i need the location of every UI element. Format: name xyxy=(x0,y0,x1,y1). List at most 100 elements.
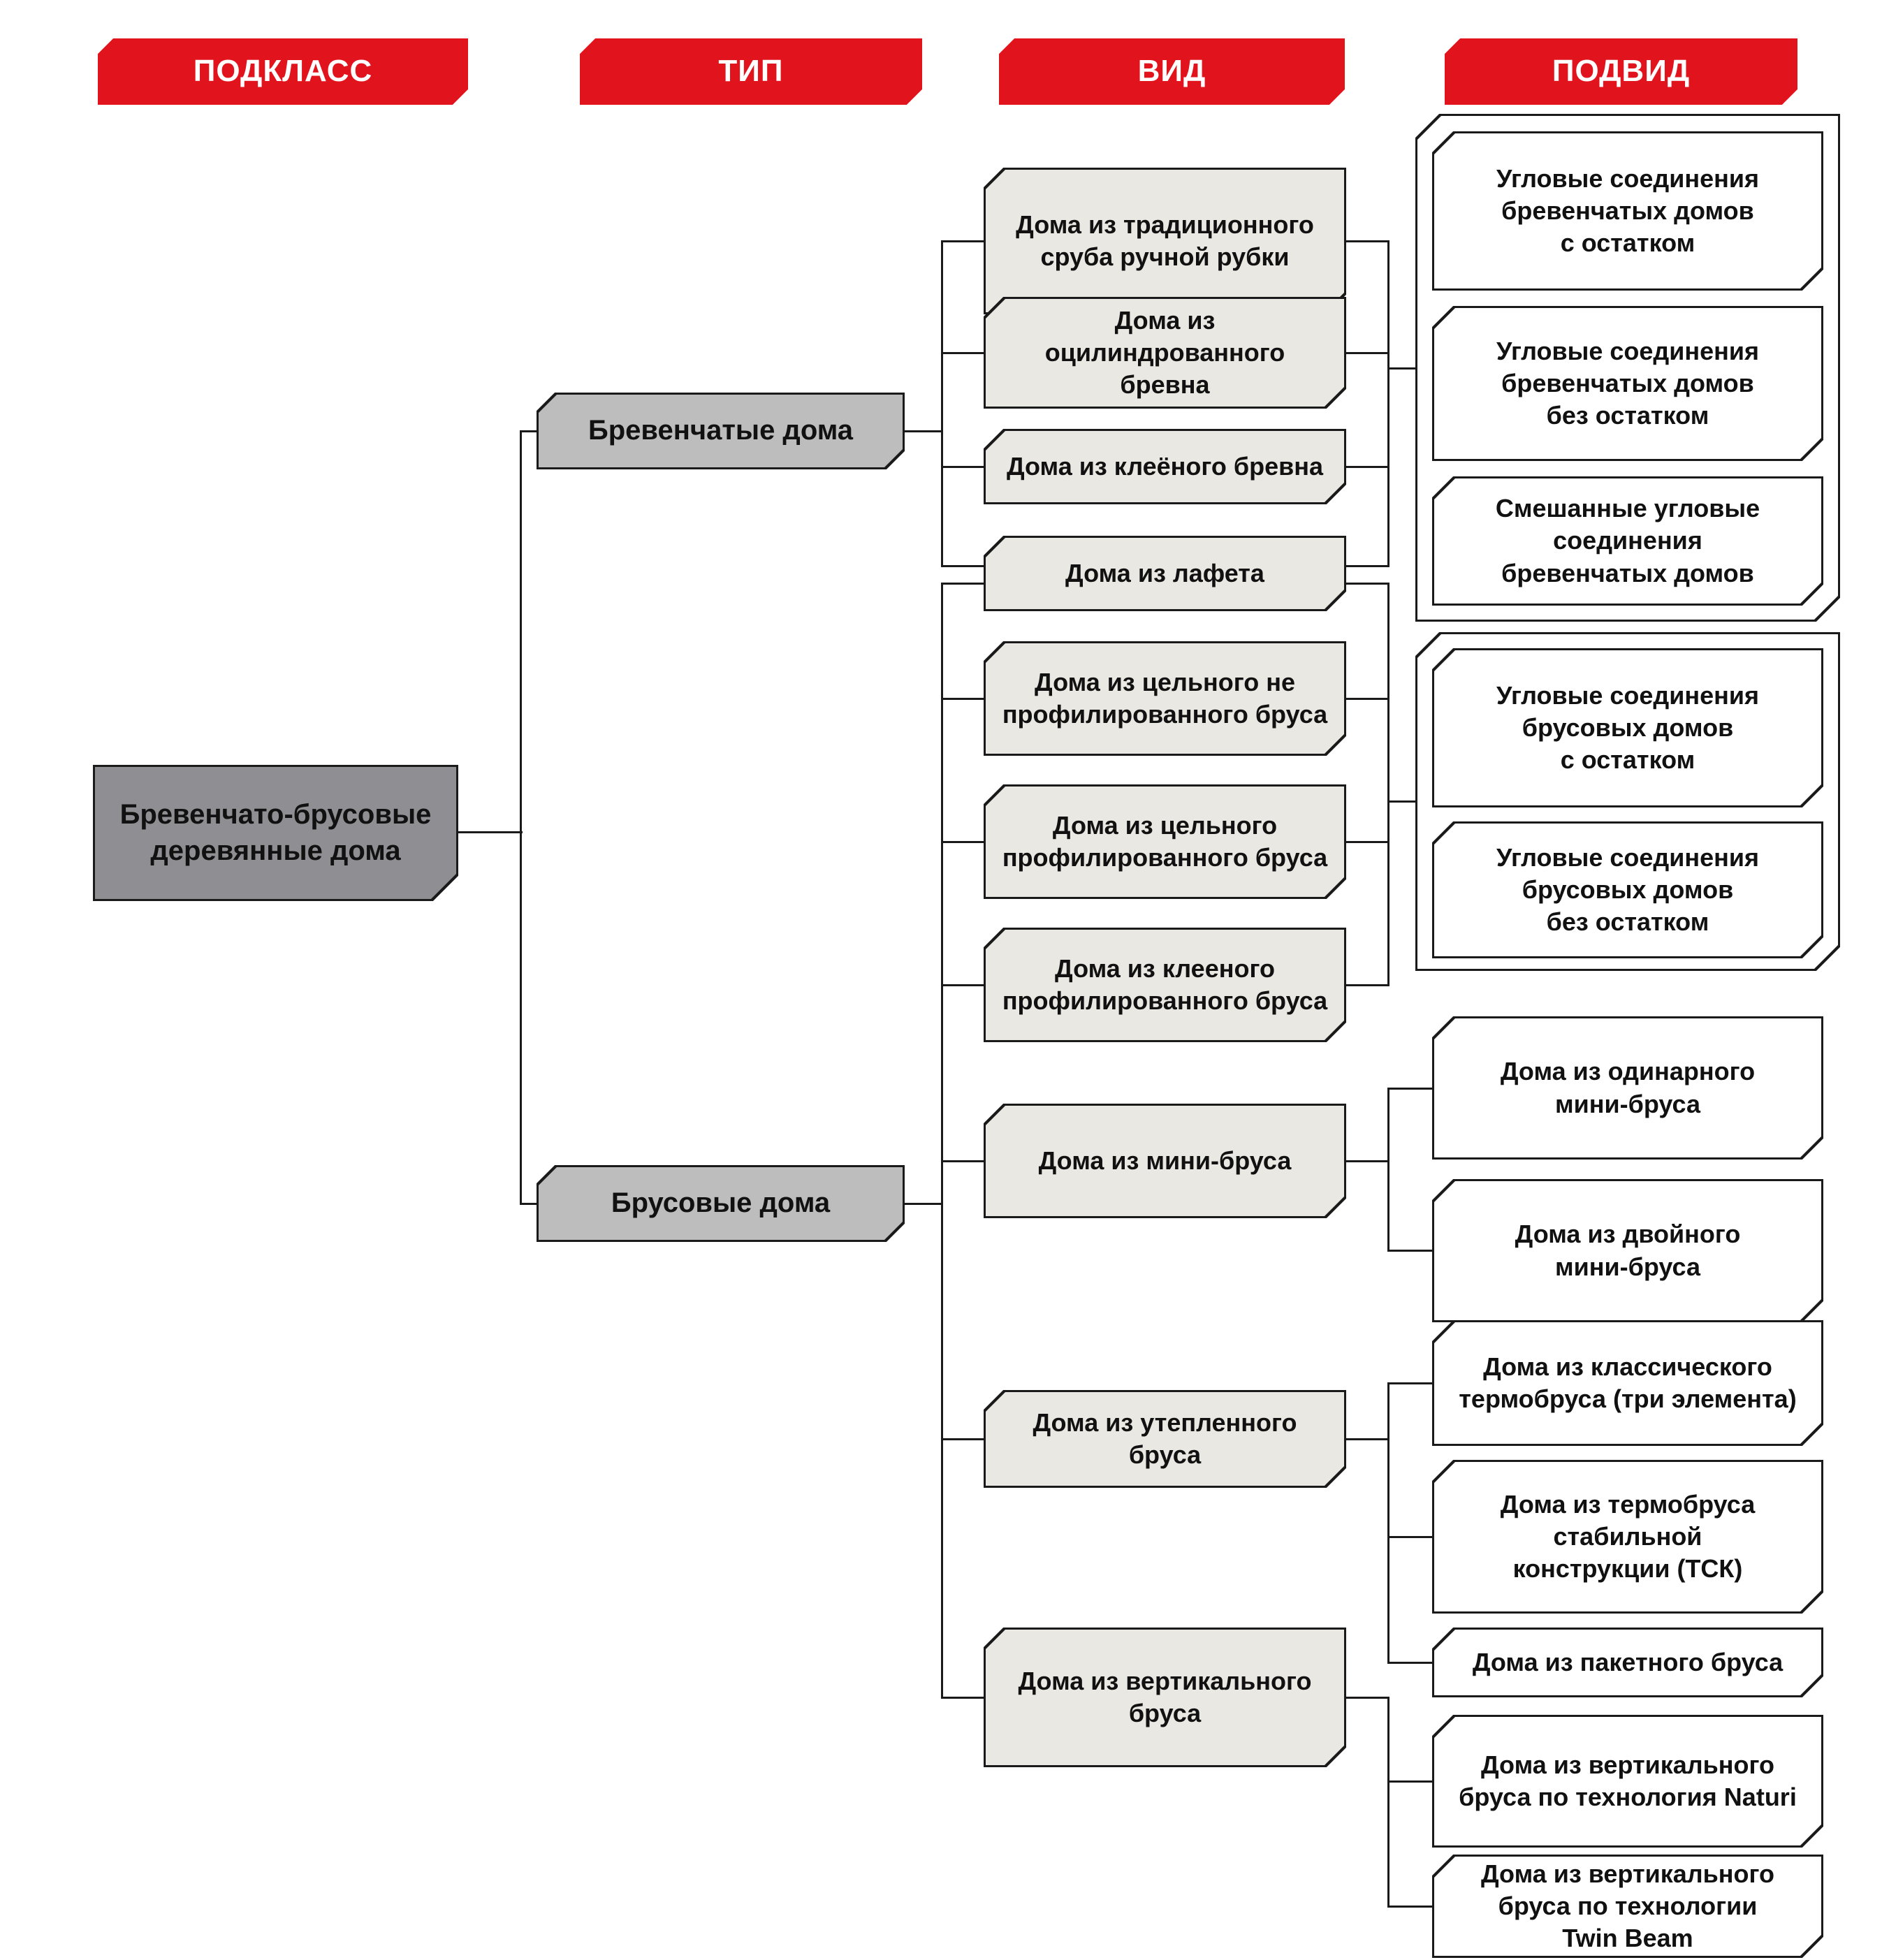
column-header-podklass: ПОДКЛАСС xyxy=(98,38,468,105)
connector xyxy=(1387,367,1417,370)
connector xyxy=(1346,352,1389,354)
connector xyxy=(1387,1536,1432,1538)
connector xyxy=(1387,1382,1389,1664)
header-label: ПОДКЛАСС xyxy=(193,54,373,89)
node-podvid-single-mini-timber: Дома из одинарного мини-бруса xyxy=(1432,1016,1823,1160)
connector xyxy=(942,583,984,585)
node-vid-glued-log: Дома из клеёного бревна xyxy=(984,429,1346,504)
node-label: Дома из цельного не профилированного бру… xyxy=(1002,667,1328,729)
connector xyxy=(1387,1382,1432,1384)
node-vid-lafet: Дома из лафета xyxy=(984,536,1346,611)
node-podvid-log-joint-without-rest: Угловые соединения бревенчатых домов без… xyxy=(1432,306,1823,461)
connector xyxy=(942,984,984,986)
connector xyxy=(1346,565,1389,567)
node-vid-solid-profiled: Дома из цельного профилированного бруса xyxy=(984,784,1346,899)
node-label: Дома из клееного профилированного бруса xyxy=(1002,953,1328,1015)
node-subclass: Бревенчато-брусовые деревянные дома xyxy=(93,765,458,901)
header-label: ТИП xyxy=(718,54,784,89)
node-podvid-timber-joint-with-rest: Угловые соединения брусовых домов с оста… xyxy=(1432,648,1823,807)
connector xyxy=(941,583,943,1699)
connector xyxy=(942,240,984,242)
node-label: Дома из пакетного бруса xyxy=(1472,1647,1783,1676)
column-header-tip: ТИП xyxy=(580,38,922,105)
connector xyxy=(905,1203,942,1205)
node-label: Угловые соединения брусовых домов с оста… xyxy=(1496,680,1760,775)
node-type-timber-houses: Брусовые дома xyxy=(537,1165,905,1242)
connector xyxy=(520,1203,538,1205)
node-label: Бревенчатые дома xyxy=(588,415,854,446)
node-podvid-log-joint-with-rest: Угловые соединения бревенчатых домов с о… xyxy=(1432,131,1823,291)
connector xyxy=(905,430,942,432)
node-label: Брусовые дома xyxy=(611,1187,831,1219)
connector xyxy=(942,841,984,843)
column-header-podvid: ПОДВИД xyxy=(1445,38,1797,105)
connector xyxy=(458,831,523,833)
connector xyxy=(1387,1697,1389,1908)
connector xyxy=(941,240,943,567)
header-label: ПОДВИД xyxy=(1552,54,1691,89)
node-podvid-vertical-naturi: Дома из вертикального бруса по технологи… xyxy=(1432,1715,1823,1848)
node-label: Дома из вертикального бруса по технологи… xyxy=(1480,1859,1775,1953)
node-label: Дома из клеёного бревна xyxy=(1006,451,1324,481)
connector xyxy=(1346,1438,1389,1440)
node-label: Угловые соединения бревенчатых домов с о… xyxy=(1496,163,1760,258)
connector xyxy=(1346,698,1389,700)
node-podvid-vertical-twinbeam: Дома из вертикального бруса по технологи… xyxy=(1432,1855,1823,1958)
connector xyxy=(942,565,984,567)
node-vid-vertical-timber: Дома из вертикального бруса xyxy=(984,1628,1346,1767)
connector xyxy=(942,1697,984,1699)
node-vid-insulated-timber: Дома из утепленного бруса xyxy=(984,1390,1346,1488)
node-label: Дома из классического термобруса (три эл… xyxy=(1459,1352,1797,1413)
connector xyxy=(520,430,522,1205)
node-label: Дома из вертикального бруса по технологи… xyxy=(1459,1750,1797,1811)
connector xyxy=(520,430,538,432)
node-label: Дома из утепленного бруса xyxy=(1033,1407,1297,1469)
connector xyxy=(1346,240,1389,242)
node-label: Смешанные угловые соединения бревенчатых… xyxy=(1495,494,1760,587)
node-label: Дома из вертикального бруса xyxy=(1018,1666,1312,1727)
connector xyxy=(1387,1088,1389,1252)
connector xyxy=(1387,1906,1432,1908)
connector xyxy=(942,698,984,700)
node-vid-traditional-log: Дома из традиционного сруба ручной рубки xyxy=(984,168,1346,314)
node-label: Дома из мини-бруса xyxy=(1038,1146,1292,1175)
connector xyxy=(1346,1697,1389,1699)
connector xyxy=(1387,1662,1432,1664)
connector xyxy=(1346,583,1389,585)
node-podvid-packet-timber: Дома из пакетного бруса xyxy=(1432,1628,1823,1697)
connector xyxy=(1387,240,1389,567)
node-label: Дома из цельного профилированного бруса xyxy=(1002,810,1328,872)
connector xyxy=(942,466,984,468)
connector xyxy=(942,1438,984,1440)
header-label: ВИД xyxy=(1137,54,1206,89)
connector xyxy=(1346,1160,1389,1162)
node-type-log-houses: Бревенчатые дома xyxy=(537,393,905,469)
connector xyxy=(1346,466,1389,468)
node-label: Дома из одинарного мини-бруса xyxy=(1500,1057,1756,1118)
node-label: Дома из традиционного сруба ручной рубки xyxy=(1016,210,1314,271)
node-label: Бревенчато-брусовые деревянные дома xyxy=(119,799,432,866)
node-podvid-tsk-thermo-timber: Дома из термобруса стабильной конструкци… xyxy=(1432,1460,1823,1614)
node-vid-rounded-log: Дома из оцилиндрованного бревна xyxy=(984,297,1346,409)
column-header-vid: ВИД xyxy=(999,38,1345,105)
node-label: Дома из термобруса стабильной конструкци… xyxy=(1500,1489,1756,1584)
node-label: Угловые соединения бревенчатых домов без… xyxy=(1496,336,1760,430)
connector xyxy=(1387,1250,1432,1252)
node-podvid-classic-thermo-timber: Дома из классического термобруса (три эл… xyxy=(1432,1320,1823,1446)
connector xyxy=(1387,800,1417,803)
node-vid-glued-profiled: Дома из клееного профилированного бруса xyxy=(984,928,1346,1042)
connector xyxy=(1387,1088,1432,1090)
node-label: Дома из оцилиндрованного бревна xyxy=(1044,305,1285,400)
connector xyxy=(942,1160,984,1162)
connector xyxy=(1387,583,1389,986)
connector xyxy=(1346,841,1389,843)
node-podvid-double-mini-timber: Дома из двойного мини-бруса xyxy=(1432,1179,1823,1322)
node-label: Дома из двойного мини-бруса xyxy=(1515,1220,1741,1281)
connector xyxy=(942,352,984,354)
connector xyxy=(1387,1780,1432,1783)
node-podvid-log-joint-mixed: Смешанные угловые соединения бревенчатых… xyxy=(1432,476,1823,606)
node-label: Угловые соединения брусовых домов без ос… xyxy=(1496,842,1760,937)
node-vid-mini-timber: Дома из мини-бруса xyxy=(984,1104,1346,1218)
node-podvid-timber-joint-without-rest: Угловые соединения брусовых домов без ос… xyxy=(1432,821,1823,958)
